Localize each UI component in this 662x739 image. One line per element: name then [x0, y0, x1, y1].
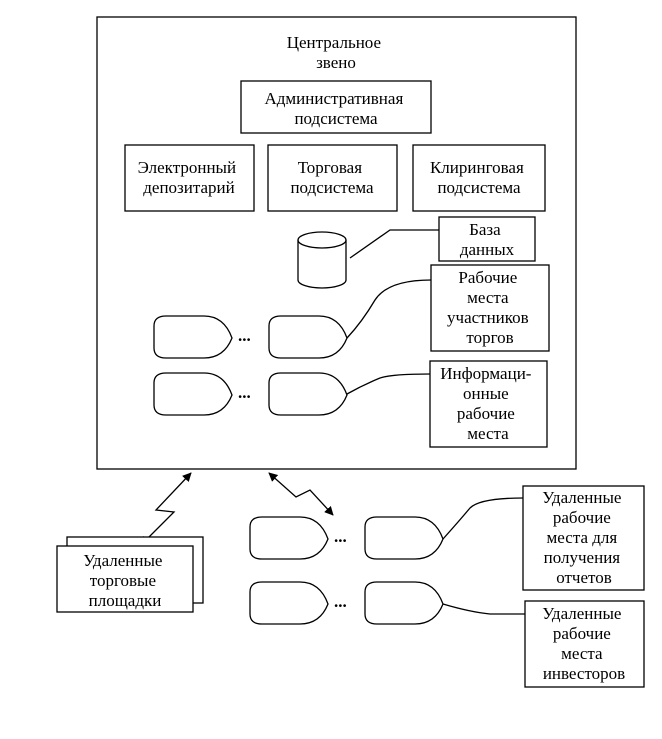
central-unit-title: Центральное звено	[287, 33, 386, 72]
database-label: База данных	[460, 220, 515, 259]
depository-label: Электронный депозитарий	[138, 158, 241, 197]
trading-subsystem-label: Торговая подсистема	[290, 158, 374, 197]
remote-investors-label: Удаленные рабочие места инвесторов	[542, 604, 625, 683]
workplace-ellipsis: ...	[238, 326, 251, 345]
remote-reports-label: Удаленные рабочие места для получения от…	[542, 488, 625, 587]
workplaces-box	[430, 264, 550, 352]
remote-investor-terminal-icon	[249, 581, 329, 625]
info-ellipsis: ...	[238, 383, 251, 402]
remote-report-terminal-icon	[249, 516, 329, 560]
workplaces-label: Рабочие места участников торгов	[447, 268, 533, 347]
remote-report-terminal-icon	[364, 516, 444, 560]
info-terminal-icon	[153, 372, 233, 416]
info-workplaces-box	[429, 360, 548, 448]
remote-investor-ellipsis: ...	[334, 592, 347, 611]
admin-subsystem-box	[240, 80, 432, 134]
info-workplaces-label: Информаци- онные рабочие места	[440, 364, 535, 443]
remote-investors-box	[524, 600, 645, 688]
remote-link-arrow	[268, 472, 334, 516]
clearing-subsystem-box	[412, 144, 546, 212]
trading-subsystem-box	[267, 144, 398, 212]
database-connector	[349, 229, 439, 259]
admin-subsystem-label: Административная подсистема	[264, 89, 407, 128]
workplace-terminal-icon	[268, 315, 348, 359]
info-terminal-icon	[268, 372, 348, 416]
remote-report-ellipsis: ...	[334, 527, 347, 546]
remote-reports-box	[522, 485, 645, 591]
clearing-subsystem-label: Клиринговая подсистема	[430, 158, 528, 197]
remote-venues-box	[56, 545, 194, 613]
remote-investor-connector	[442, 603, 525, 615]
remote-report-connector	[442, 497, 524, 540]
database-cylinder-icon	[297, 231, 347, 289]
workplace-terminal-icon	[153, 315, 233, 359]
remote-venues-label: Удаленные торговые площадки	[83, 551, 166, 610]
workplaces-connector	[346, 279, 432, 339]
remote-investor-terminal-icon	[364, 581, 444, 625]
database-box	[438, 216, 536, 262]
info-connector	[346, 373, 431, 395]
venue-link-arrow	[140, 472, 192, 546]
depository-box	[124, 144, 255, 212]
